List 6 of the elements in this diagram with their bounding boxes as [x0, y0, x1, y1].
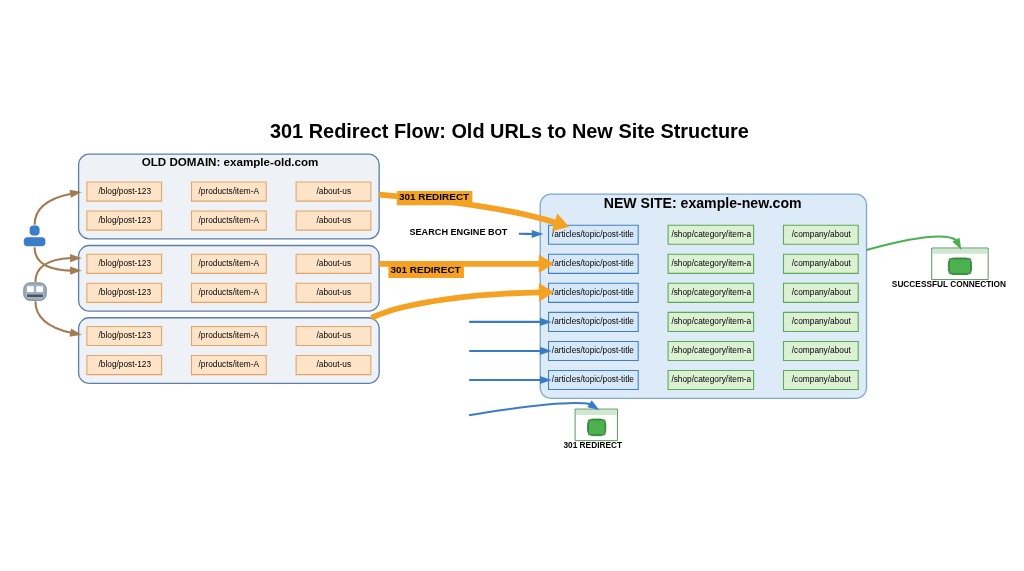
edge-label: 301 REDIRECT: [390, 263, 461, 275]
node-label: SUCCESSFUL CONNECTION: [891, 278, 1007, 289]
node-text: SEARCH ENGINE BOT: [409, 226, 508, 237]
node-label: 301 REDIRECT: [563, 439, 623, 450]
diagram-title: 301 Redirect Flow: Old URLs to New Site Structure: [269, 119, 749, 142]
edge-label: 301 REDIRECT: [398, 190, 470, 202]
